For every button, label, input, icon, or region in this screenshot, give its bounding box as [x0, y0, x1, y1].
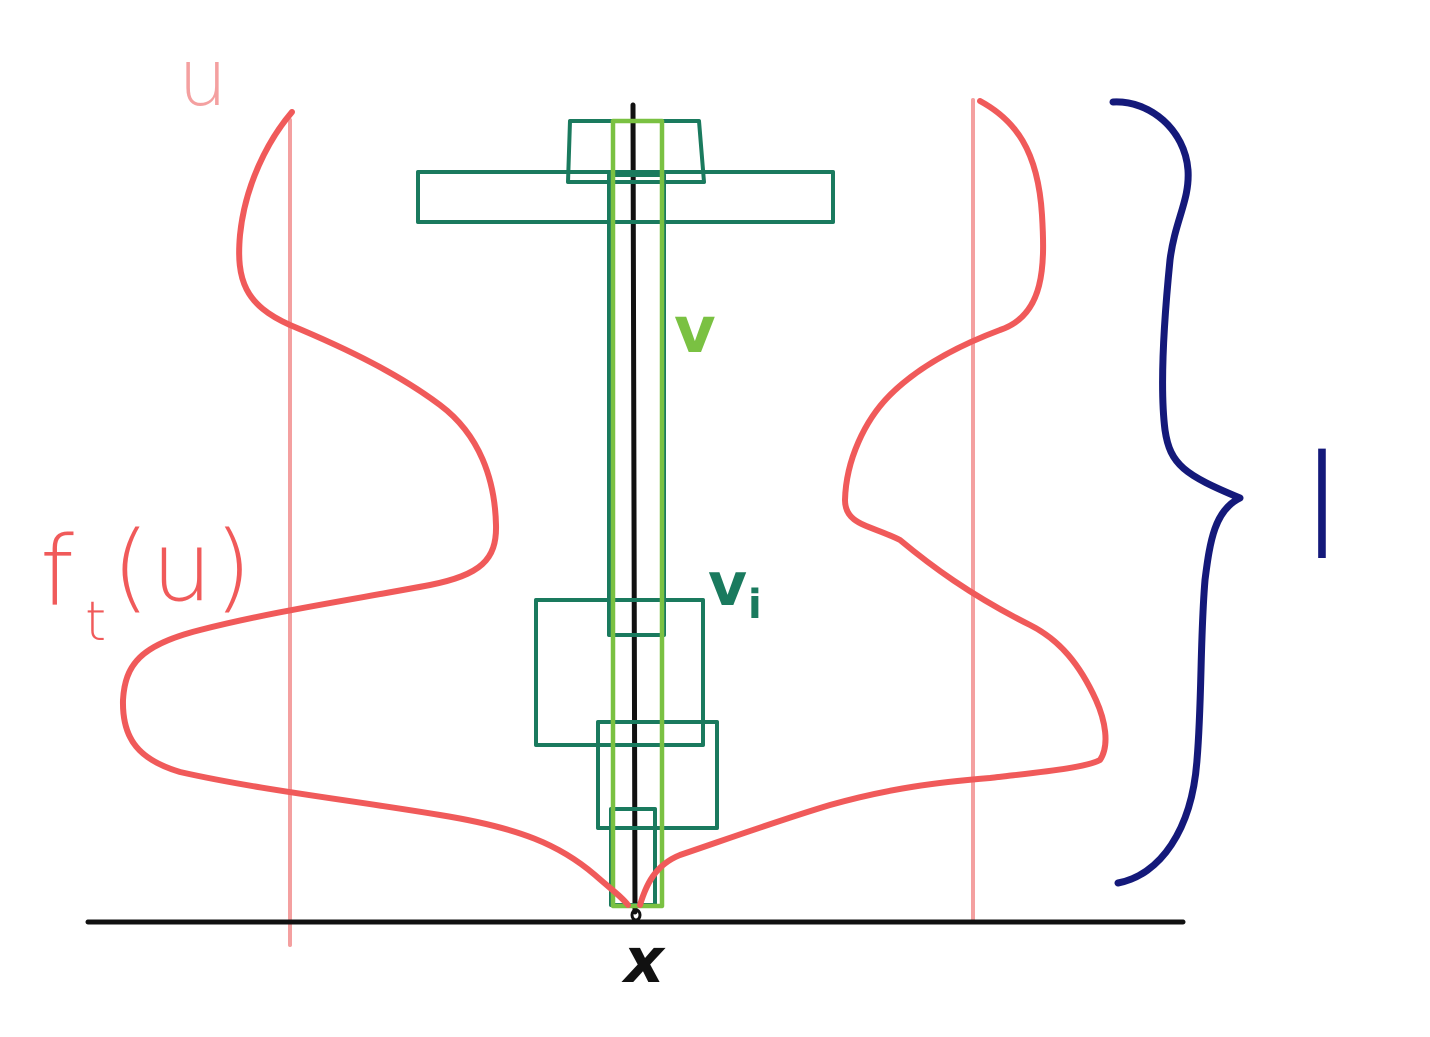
label-f-argument: (u) — [112, 511, 254, 623]
box-top-wide — [416, 170, 835, 224]
point-x-marker — [630, 908, 642, 922]
box-group-vi — [416, 119, 835, 907]
label-f-subscript: t — [85, 590, 106, 653]
curve-ft-left — [119, 109, 631, 908]
box-lower-medium — [596, 720, 719, 830]
label-x: x — [621, 924, 666, 997]
label-ft-u: f t (u) — [40, 511, 254, 653]
label-v: v — [674, 294, 716, 368]
label-f: f — [40, 516, 76, 628]
label-vi: v i — [708, 550, 762, 628]
vertical-axis-through-x — [630, 102, 638, 915]
label-vi-subscript: i — [748, 582, 762, 628]
label-u: u — [178, 34, 227, 124]
brace-I — [1109, 98, 1244, 887]
curve-ft-right — [637, 98, 1109, 908]
label-vi-main: v — [708, 550, 747, 620]
box-v — [610, 118, 665, 909]
label-I: I — [1300, 420, 1344, 594]
box-middle-large — [534, 598, 705, 747]
